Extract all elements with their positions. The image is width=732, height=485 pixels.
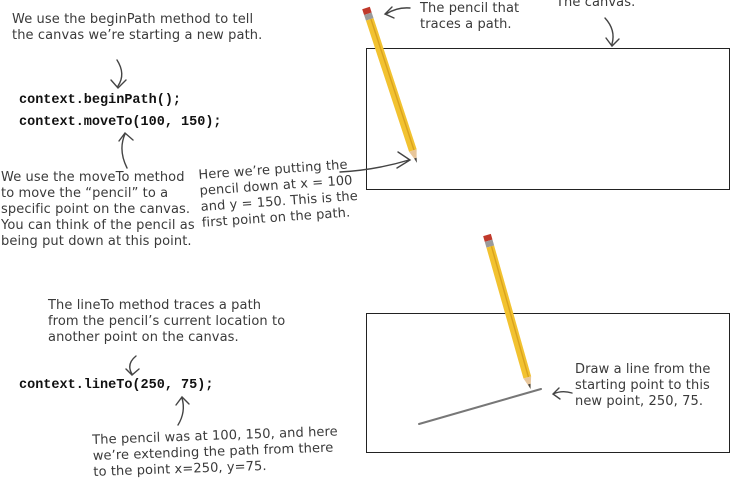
curved-arrow-moveto [118, 131, 134, 169]
curved-arrow-lineto [125, 355, 140, 376]
drawn-path-line [418, 388, 542, 425]
moveto-note: We use the moveTo method to move the “pe… [1, 170, 195, 249]
extend-note: The pencil was at 100, 150, and here we’… [92, 424, 339, 480]
code-moveto: context.moveTo(100, 150); [19, 115, 222, 130]
canvas-rect-bottom [366, 313, 730, 453]
curved-arrow-pencil-down [339, 151, 412, 173]
lineto-note: The lineTo method traces a path from the… [48, 298, 286, 345]
pencil-label: The pencil that traces a path. [420, 1, 520, 32]
canvas-rect-top [366, 48, 730, 190]
canvas-label: The canvas. [556, 0, 636, 10]
draw-note: Draw a line from the starting point to t… [575, 362, 711, 409]
code-beginpath: context.beginPath(); [19, 93, 182, 108]
pencil-bottom [483, 233, 532, 389]
curved-arrow-draw [551, 387, 573, 400]
curved-arrow-begin [110, 59, 127, 90]
pencil-top [362, 6, 417, 163]
pencil-down-note: Here we’re putting the pencil down at x … [198, 157, 359, 231]
curved-arrow-extend [175, 395, 190, 426]
curved-arrow-pencil-label [383, 6, 411, 19]
beginpath-note: We use the beginPath method to tell the … [12, 12, 263, 43]
code-lineto: context.lineTo(250, 75); [19, 378, 214, 393]
curved-arrow-canvas-label [604, 17, 620, 48]
